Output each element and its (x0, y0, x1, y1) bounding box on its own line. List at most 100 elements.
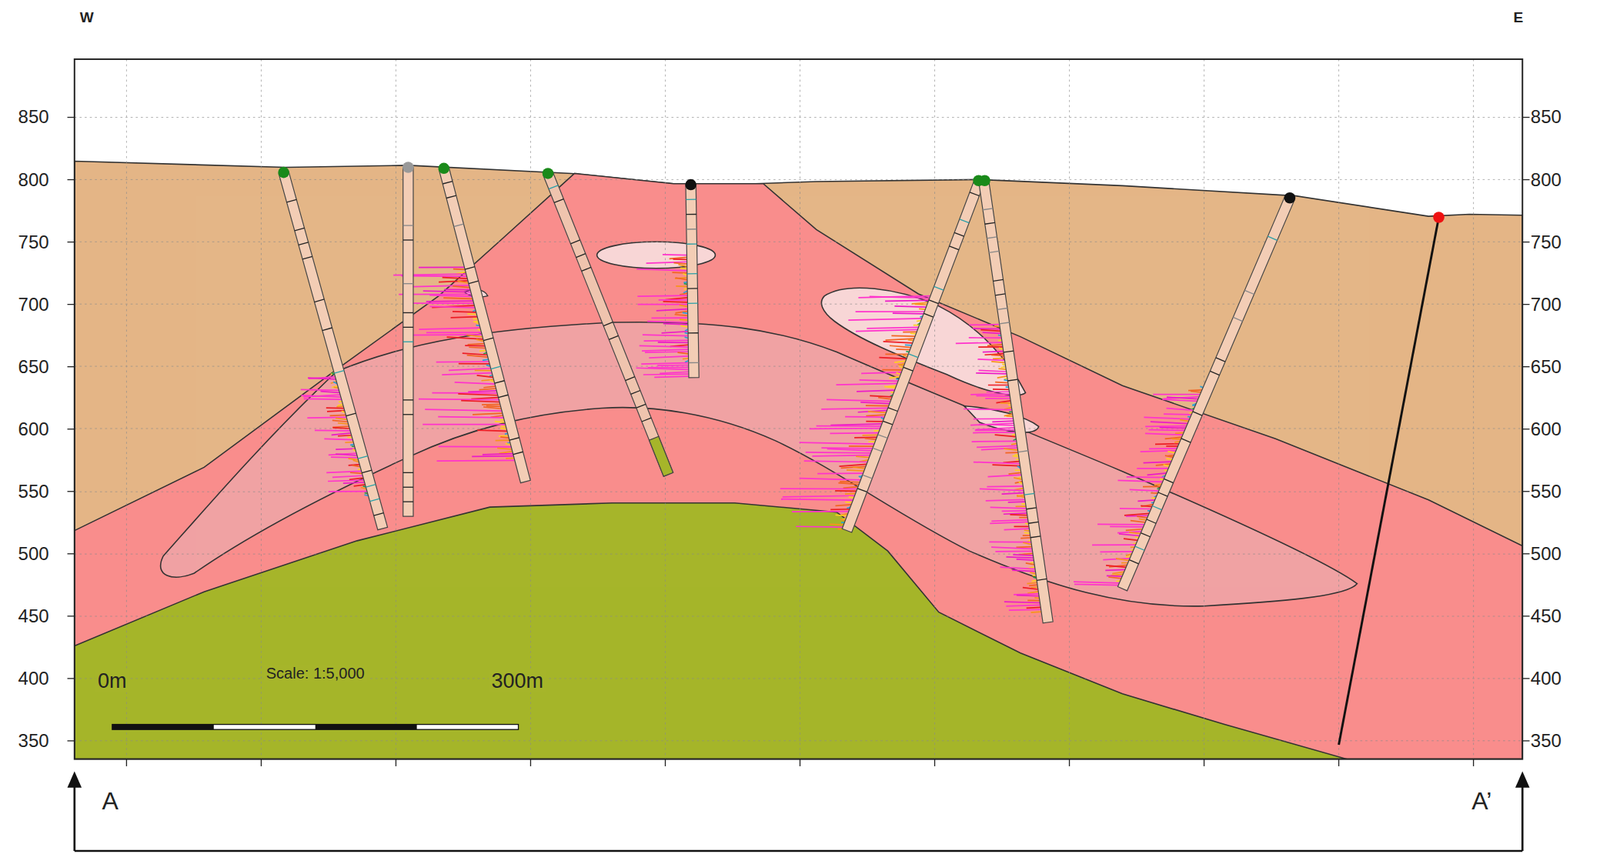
assay-bar (902, 330, 918, 333)
log-interval (1192, 411, 1203, 416)
assay-bar (644, 351, 689, 353)
assay-bar (637, 295, 688, 297)
assay-bar (644, 340, 689, 342)
axis-tick (67, 116, 75, 118)
assay-bar (838, 483, 859, 485)
assay-bar (483, 407, 502, 409)
assay-bar (1119, 507, 1152, 510)
drill-trace (1339, 217, 1440, 745)
assay-bar (1012, 455, 1019, 457)
assay-bar (1142, 485, 1162, 488)
assay-bar (1102, 558, 1130, 561)
assay-bar (437, 460, 515, 462)
log-interval (908, 354, 918, 358)
assay-bar (1167, 451, 1176, 454)
assay-bar (477, 430, 508, 431)
assay-bar (680, 325, 689, 328)
assay-bar (1018, 517, 1028, 519)
assay-bar (795, 525, 843, 528)
elevation-label: 400 (18, 669, 50, 689)
assay-bar (328, 491, 368, 493)
axis-tick (1522, 428, 1530, 430)
axis-tick (67, 491, 75, 492)
assay-bar (809, 427, 881, 430)
log-interval (985, 222, 996, 224)
log-interval (882, 420, 892, 425)
assay-bar (335, 447, 355, 451)
log-interval (923, 313, 933, 318)
assay-bar (335, 417, 348, 420)
log-interval (688, 362, 699, 365)
log-interval (509, 437, 520, 441)
assay-bar (816, 425, 882, 428)
collar-dot (1284, 192, 1297, 204)
assay-bar (1149, 447, 1178, 450)
assay-bar (1012, 554, 1033, 556)
assay-bar (861, 372, 902, 375)
assay-bar (452, 310, 477, 314)
assay-bar (1125, 529, 1143, 532)
log-interval (454, 223, 465, 227)
assay-bar (497, 447, 512, 449)
assay-bar (1008, 608, 1042, 612)
assay-bar (1020, 537, 1031, 539)
assay-bar (1002, 510, 1027, 512)
drill-hole (438, 167, 531, 484)
assay-bar (1031, 580, 1037, 582)
assay-bar (328, 453, 358, 455)
assay-bar (337, 435, 352, 437)
assay-bar (418, 267, 465, 269)
log-interval (969, 192, 979, 197)
assay-bar (970, 393, 1010, 395)
assay-bar (477, 375, 494, 378)
assay-bar (422, 424, 506, 426)
axis-tick (126, 759, 127, 767)
log-interval (641, 417, 652, 422)
log-interval (687, 273, 698, 275)
assay-bar (988, 384, 1009, 387)
collar-dots (277, 161, 1444, 224)
assay-bar (858, 296, 931, 298)
assay-bar (998, 367, 1006, 371)
log-interval (403, 487, 414, 488)
log-interval (1209, 370, 1220, 375)
assay-bar (995, 400, 1011, 404)
assay-bar (910, 333, 917, 335)
assay-bar (1130, 521, 1146, 523)
assay-bar (1137, 500, 1156, 502)
assay-bar (467, 390, 497, 392)
log-interval (1267, 236, 1277, 241)
log-interval (687, 303, 698, 305)
log-interval (1146, 519, 1156, 524)
assay-bar (1141, 504, 1154, 508)
assay-bar (1016, 559, 1035, 561)
assay-bar (1155, 464, 1171, 466)
assay-bar (300, 395, 341, 398)
assay-bar (1004, 414, 1013, 416)
assay-bar (811, 455, 871, 457)
section-end-label: A (102, 788, 119, 814)
assay-bar (878, 357, 907, 360)
axis-tick (67, 303, 75, 305)
log-interval (992, 279, 1003, 281)
assay-bar (1118, 534, 1140, 537)
collar-dot (437, 163, 450, 175)
elevation-label: 850 (1530, 107, 1562, 127)
axis-tick (1522, 116, 1530, 118)
elevation-label: 550 (1530, 482, 1562, 502)
assay-bar (1166, 408, 1195, 411)
log-interval (294, 227, 305, 231)
assay-bar (905, 344, 912, 347)
axis-tick (67, 179, 75, 181)
assay-bar (436, 360, 490, 363)
log-interval (687, 287, 698, 290)
assay-bar (1105, 565, 1127, 568)
log-interval (988, 250, 999, 253)
assay-bar (827, 448, 872, 451)
assay-bar (838, 528, 843, 531)
assay-bar (678, 352, 689, 355)
assay-bar (671, 271, 687, 274)
log-interval (934, 286, 944, 291)
assay-bar (483, 386, 496, 388)
log-interval (1140, 533, 1150, 538)
